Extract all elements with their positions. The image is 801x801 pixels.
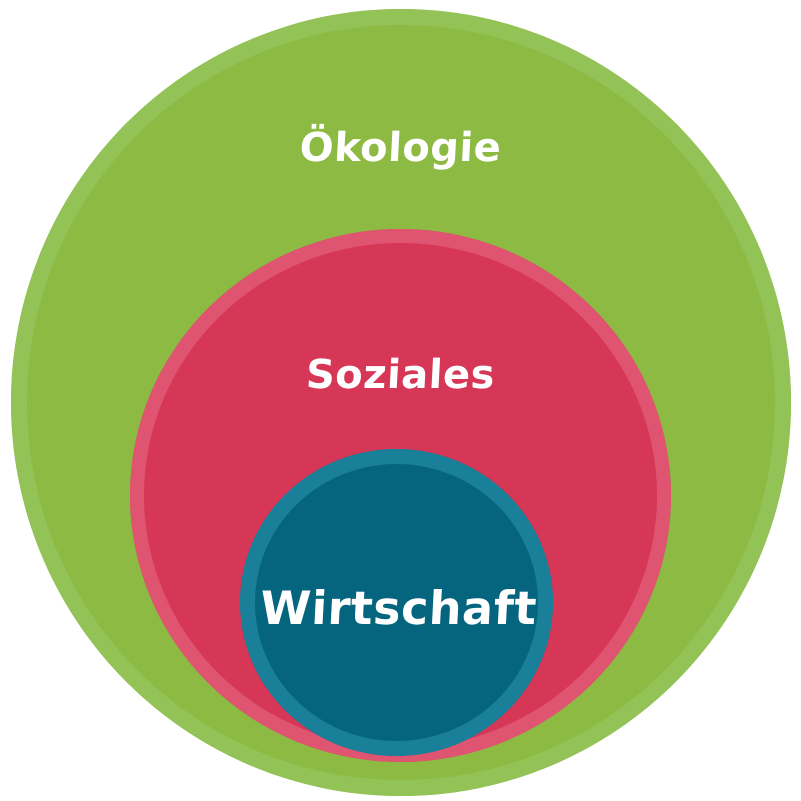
wirtschaft-label: Wirtschaft bbox=[258, 581, 539, 635]
oekologie-label: Ökologie bbox=[298, 125, 503, 171]
soziales-label: Soziales bbox=[304, 352, 497, 398]
wirtschaft-circle bbox=[240, 449, 553, 756]
